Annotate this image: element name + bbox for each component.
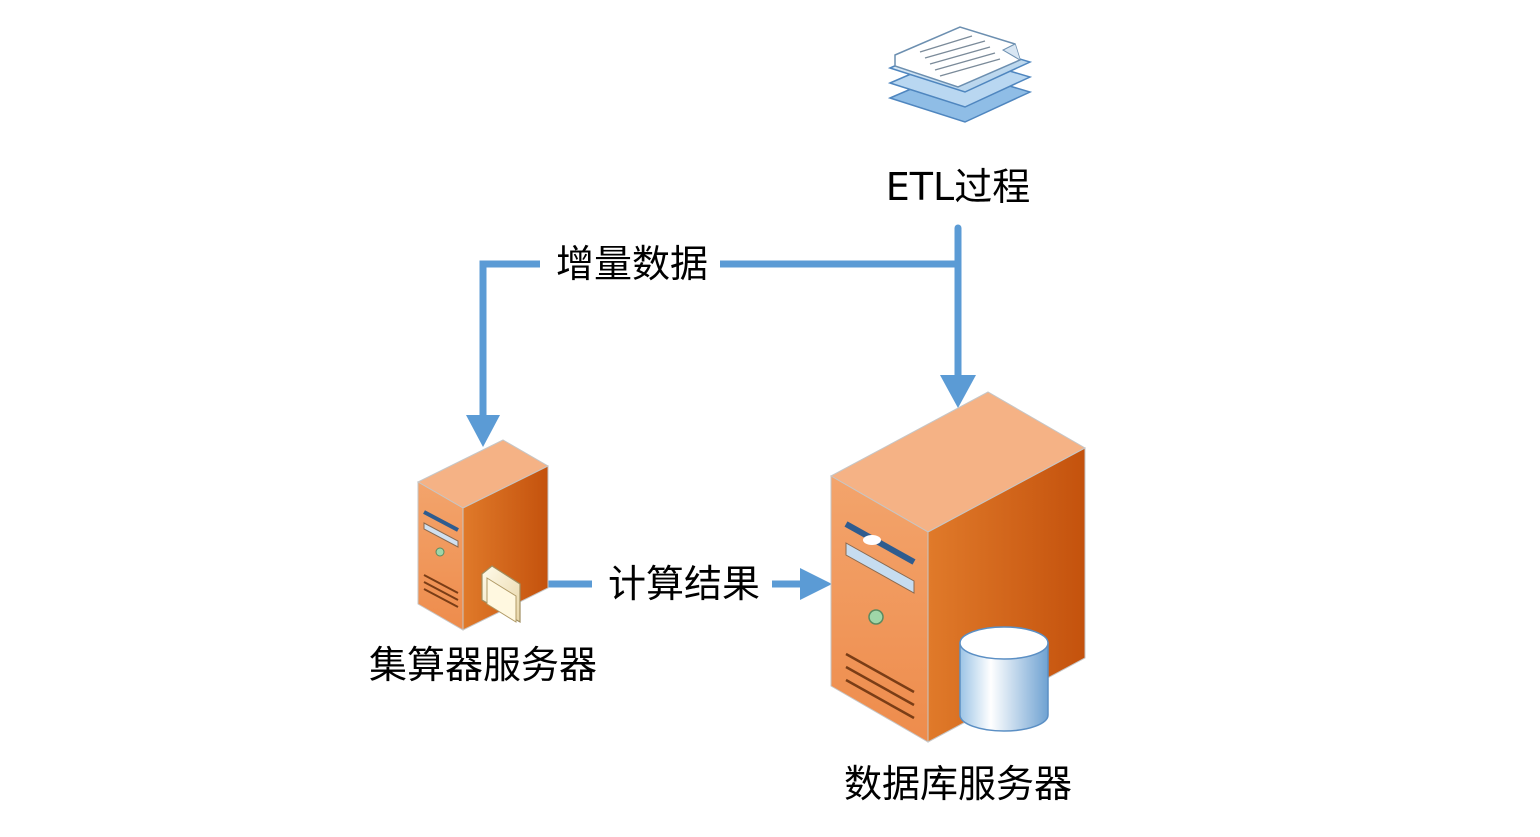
esproc-server-label: 集算器服务器 (369, 643, 597, 687)
arrowhead-to-esproc-icon (466, 415, 500, 447)
etl-label: ETL过程 (886, 165, 1030, 209)
database-cylinder-icon (959, 626, 1049, 732)
arrowhead-result-icon (800, 568, 832, 600)
database-server-label: 数据库服务器 (844, 762, 1072, 806)
esproc-server-icon (416, 439, 550, 631)
compute-result-label: 计算结果 (608, 562, 760, 606)
arrowhead-to-db-icon (940, 375, 976, 408)
incremental-data-label: 增量数据 (556, 242, 708, 286)
incremental-data-connector (466, 224, 976, 447)
document-stack-icon (887, 26, 1033, 123)
